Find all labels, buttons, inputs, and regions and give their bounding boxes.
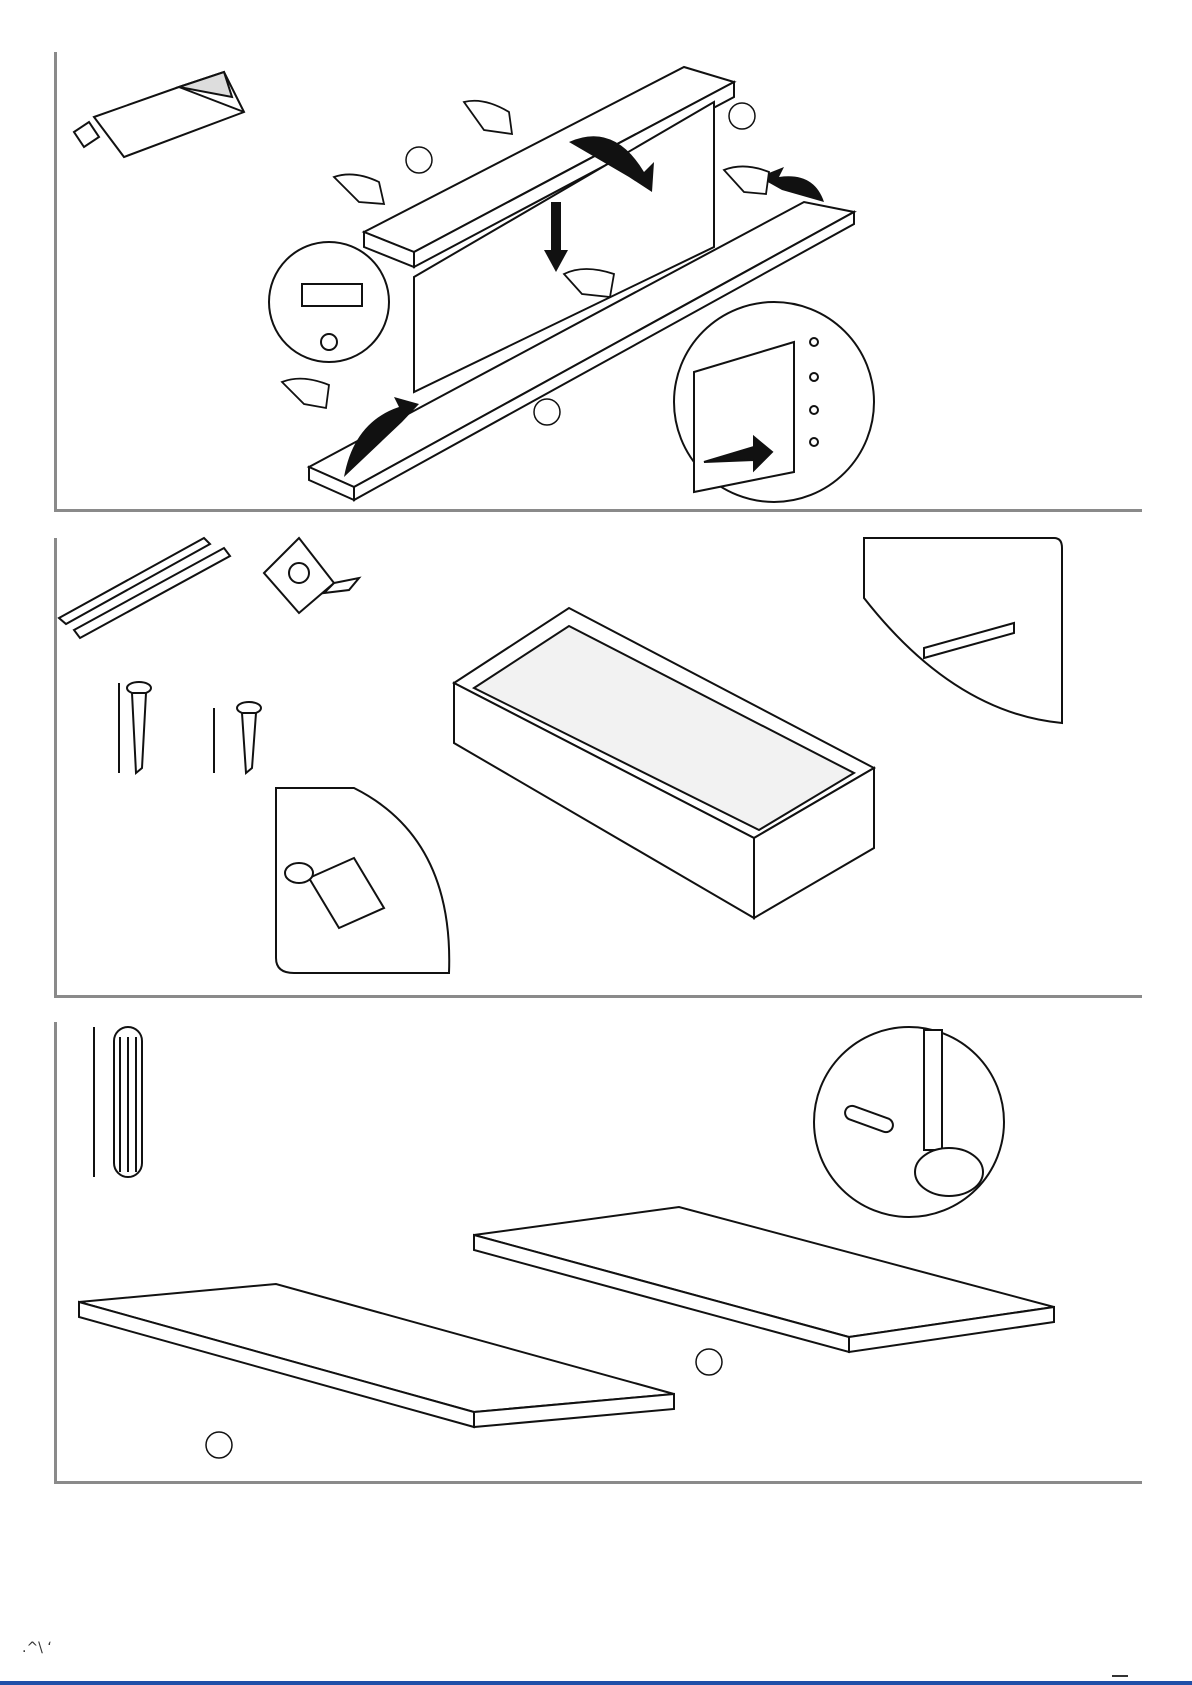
detail-circle-runner [864,538,1062,723]
assembly-illustration-1 [54,52,1142,512]
part-number-circle-3 [534,399,560,425]
page-footer-mark: .^\ ʻ [22,1640,52,1656]
board-part-1 [79,1284,674,1427]
board-part-2 [474,1207,1054,1352]
corner-block-icon [264,538,359,613]
assembly-illustration-2 [54,538,1142,998]
hammer-icon [814,1027,1004,1217]
part-number-circle-2 [729,103,755,129]
part-number-circle-2 [696,1349,722,1375]
screw-icon [119,682,261,773]
glue-tube-icon [74,72,244,157]
detail-circle-screw [276,788,449,973]
page-bottom-bar [0,1681,1192,1685]
detail-circle-dowel [269,242,389,362]
page-corner-tick [1112,1675,1128,1677]
part-number-circle-1 [406,147,432,173]
assembly-illustration-3 [54,1022,1142,1484]
detail-circle-insert [674,302,874,502]
part-number-circle-1 [206,1432,232,1458]
drawer-box [454,608,874,918]
drawer-runner-icon [59,538,230,638]
step-panel-1 [54,52,1142,512]
dowel-icon [94,1027,142,1177]
step-panel-3 [54,1022,1142,1484]
step-panel-2 [54,538,1142,998]
